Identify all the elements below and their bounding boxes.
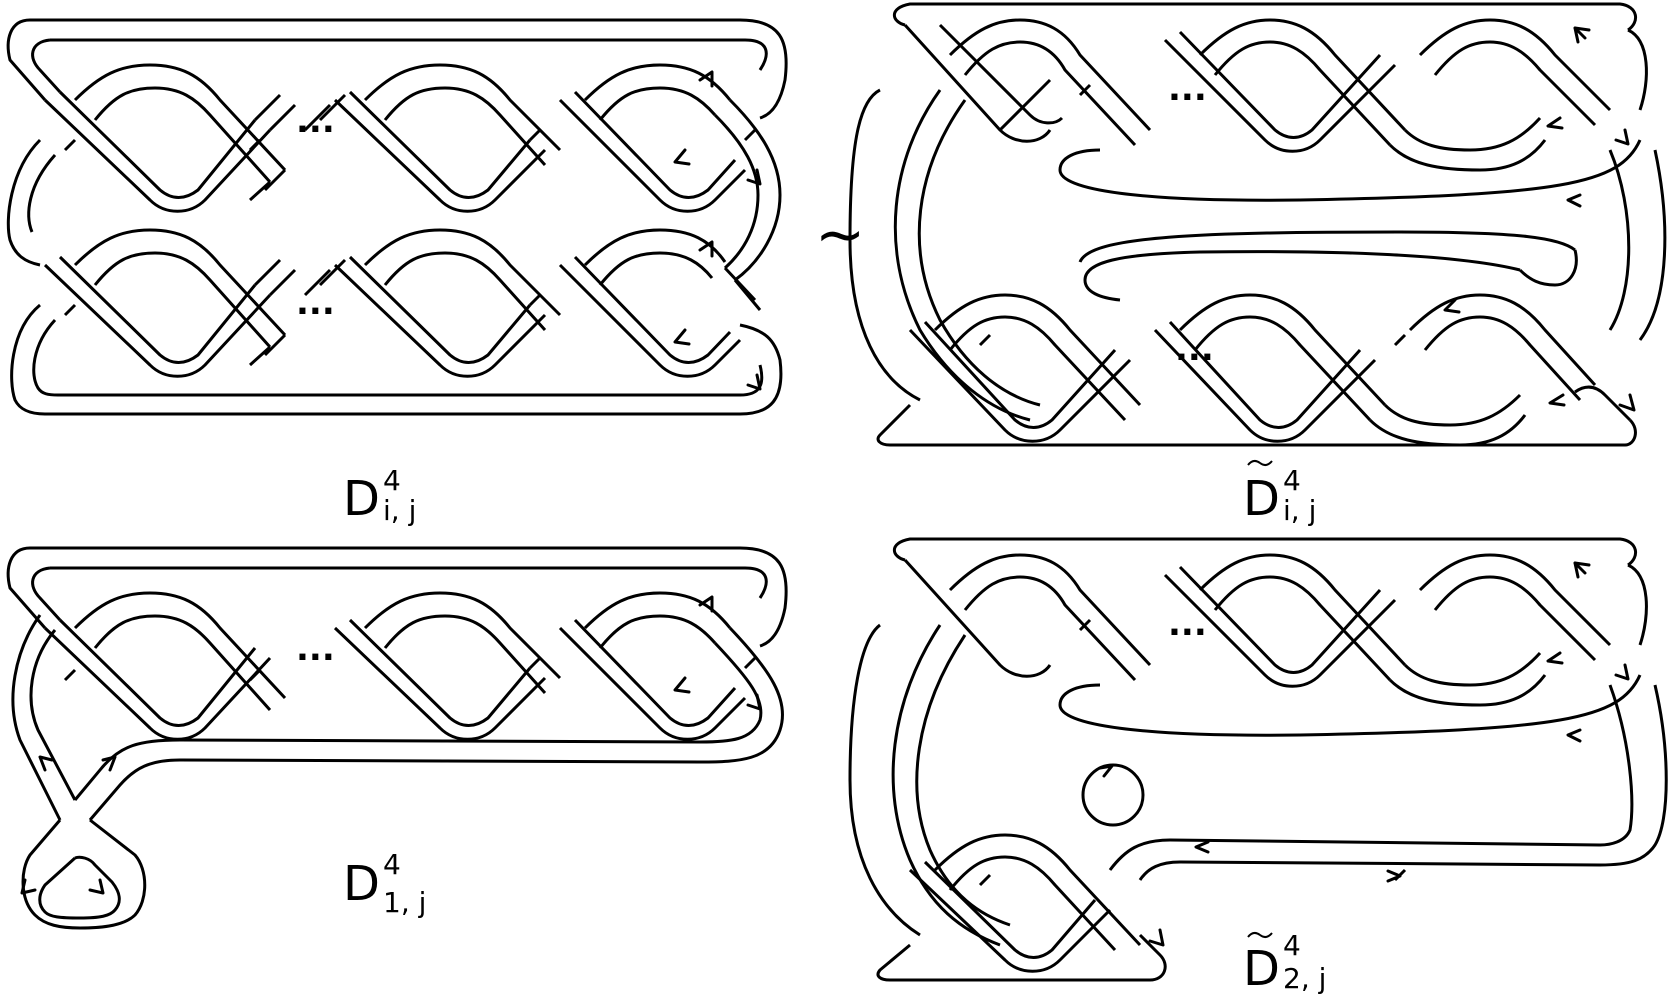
- label-bottom-left-sub: 1, j: [383, 886, 426, 919]
- tilde-accent-icon: [1247, 931, 1273, 939]
- panel-top-right-knot: [848, 2, 1667, 447]
- label-bottom-right-main: D: [1243, 941, 1280, 994]
- label-bottom-left-sup: 4: [383, 848, 401, 881]
- label-top-left-sub: i, j: [383, 494, 416, 527]
- panel-bottom-right-knot: [848, 537, 1668, 982]
- ellipsis-bottom-right: ...: [1168, 604, 1207, 644]
- panel-bottom-left-arrows: [20, 595, 762, 895]
- label-top-right-main: D: [1243, 471, 1280, 527]
- label-top-right-sup: 4: [1283, 464, 1301, 497]
- panel-bottom-right-arrows: [1098, 561, 1630, 947]
- panel-bottom-left-knot: [6, 546, 788, 930]
- label-top-right: D 4 i, j: [1243, 459, 1316, 527]
- panel-top-right-arrows: [1443, 26, 1636, 412]
- label-top-right-sub: i, j: [1283, 494, 1316, 527]
- label-top-left-main: D: [343, 471, 380, 527]
- ellipsis-top-left-upper: ...: [296, 101, 335, 141]
- label-bottom-left-main: D: [343, 856, 380, 912]
- label-bottom-right-sub: 2, j: [1283, 962, 1326, 994]
- label-bottom-left: D 4 1, j: [343, 848, 426, 919]
- label-bottom-right-sup: 4: [1283, 929, 1301, 962]
- panel-top-left-arrows: [673, 70, 762, 391]
- label-bottom-right: D 4 2, j: [1243, 929, 1326, 994]
- tilde-accent-icon: [1247, 459, 1273, 467]
- ellipsis-top-left-lower: ...: [296, 283, 335, 323]
- label-top-left-sup: 4: [383, 464, 401, 497]
- equivalence-symbol: ~: [815, 200, 865, 270]
- ellipsis-top-right-upper: ...: [1168, 69, 1207, 109]
- panel-top-left-knot: [6, 18, 788, 416]
- label-top-left: D 4 i, j: [343, 464, 416, 527]
- ellipsis-top-right-lower: ...: [1175, 329, 1214, 369]
- ellipsis-bottom-left: ...: [296, 629, 335, 669]
